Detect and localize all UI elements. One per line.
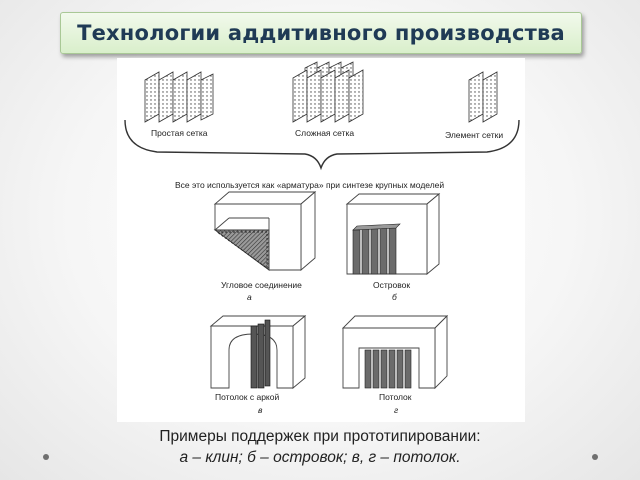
ceiling-label: Потолок (379, 392, 412, 402)
summary-label: Все это используется как «арматура» при … (175, 180, 444, 190)
grid-element-drawing (468, 71, 498, 123)
title-banner: Технологии аддитивного производства (60, 12, 582, 54)
slide-title: Технологии аддитивного производства (77, 21, 565, 45)
corner-joint-letter: а (247, 292, 252, 302)
ceiling-letter: г (394, 405, 398, 415)
complex-grid-label: Сложная сетка (295, 128, 354, 138)
decorative-dot-right (592, 454, 598, 460)
island-letter: б (392, 292, 398, 302)
arch-ceiling-label: Потолок с аркой (215, 392, 279, 402)
caption-line-2: а – клин; б – островок; в, г – потолок. (179, 449, 461, 466)
decorative-dot-left (43, 454, 49, 460)
support-structures-figure: Простая сетка Сложная сетка Элемент сетк… (117, 58, 525, 422)
caption-line-1: Примеры поддержек при прототипировании: (159, 428, 481, 445)
simple-grid-label: Простая сетка (151, 128, 208, 138)
arch-ceiling-letter: в (258, 405, 263, 415)
island-drawing (345, 193, 441, 275)
figure-drawing: Простая сетка Сложная сетка Элемент сетк… (124, 61, 520, 415)
complex-grid-drawing (292, 61, 364, 123)
ceiling-drawing (341, 314, 449, 390)
grouping-brace (124, 119, 520, 171)
arch-ceiling-drawing (209, 315, 307, 389)
grid-element-label: Элемент сетки (445, 130, 503, 140)
simple-grid-drawing (144, 71, 214, 123)
corner-joint-label: Угловое соединение (221, 280, 302, 290)
corner-joint-drawing (213, 191, 317, 271)
island-label: Островок (373, 280, 410, 290)
